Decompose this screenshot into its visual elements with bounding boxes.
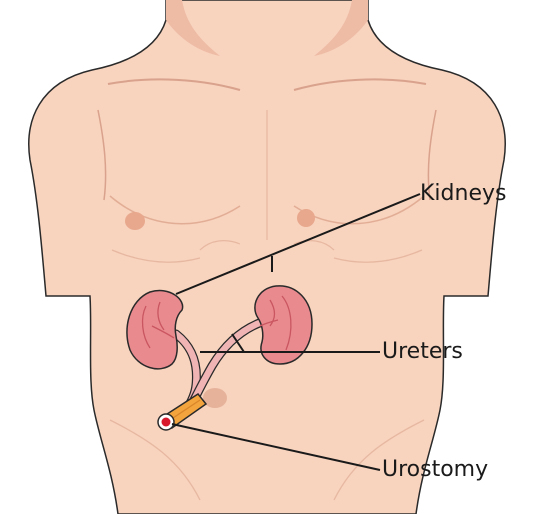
label-ureters: Ureters [382,340,463,364]
label-urostomy: Urostomy [382,458,488,482]
nipple-right [297,209,315,227]
label-kidneys: Kidneys [420,182,506,206]
navel [203,388,227,408]
nipple-left [125,212,145,230]
stoma-center [162,418,171,427]
